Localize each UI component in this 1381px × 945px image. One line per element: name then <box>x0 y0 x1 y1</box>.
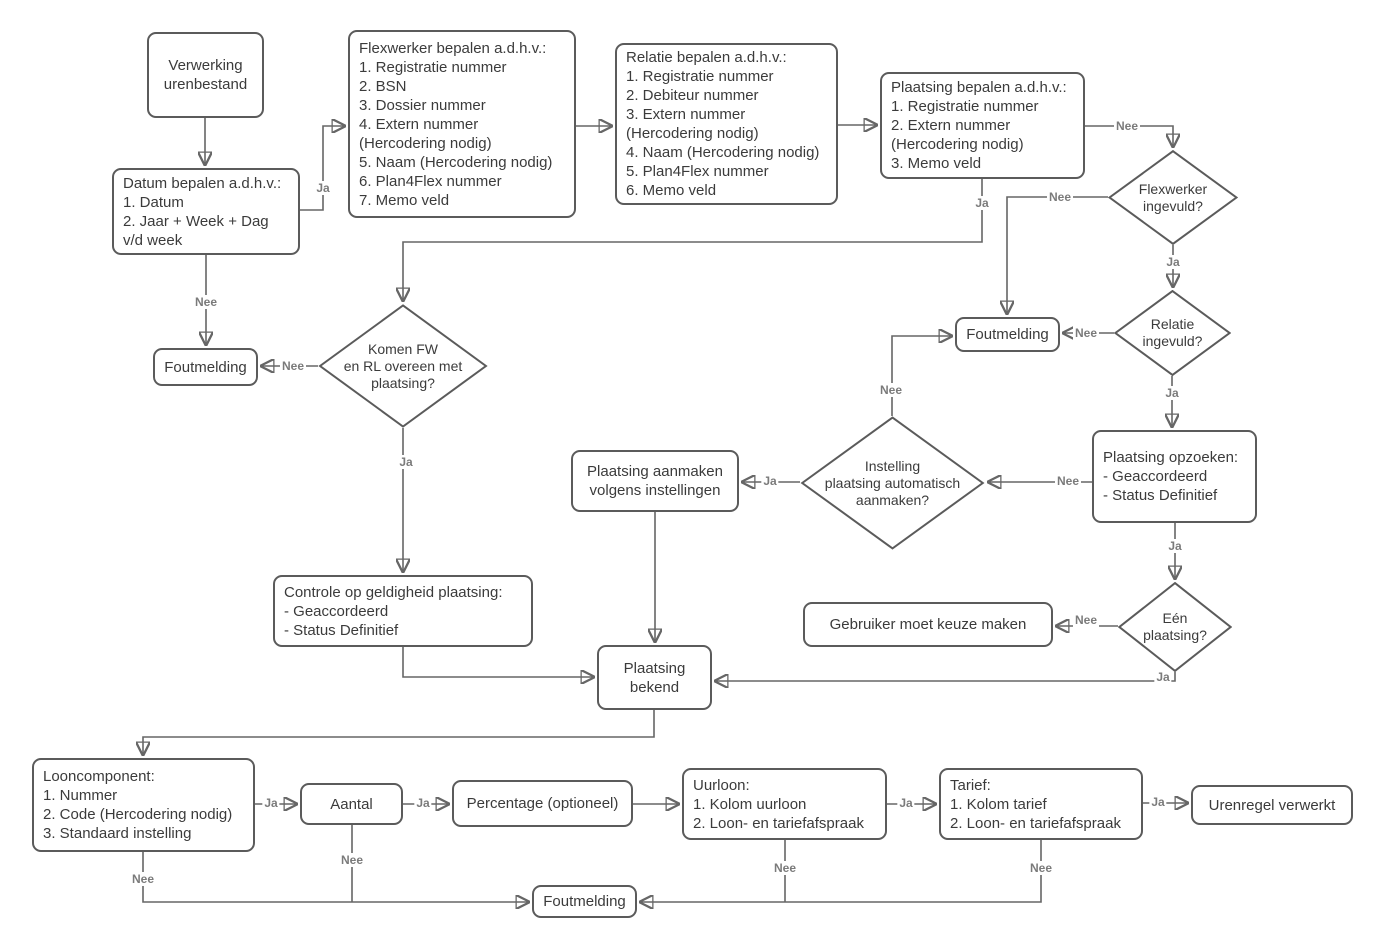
edge-plaatsing-bekend-looncomponent <box>143 710 655 754</box>
edge-label-datum-foutmelding: Nee <box>192 295 220 309</box>
edge-label-een-plaatsing-plaatsing-bekend: Ja <box>1154 670 1172 684</box>
edge-label-plaatsing-bepalen-komen-fw: Ja <box>973 196 991 210</box>
edge-label-looncomponent-aantal: Ja <box>262 796 280 810</box>
node-plaatsing-bekend: Plaatsing bekend <box>597 645 712 710</box>
node-foutmelding-midden: Foutmelding <box>955 317 1060 352</box>
edge-label-instelling-foutmelding: Nee <box>877 383 905 397</box>
edge-label-aantal-foutmelding: Nee <box>338 853 366 867</box>
edge-label-komen-fw-controle: Ja <box>397 455 415 469</box>
edge-label-uurloon-tarief: Ja <box>897 796 915 810</box>
node-instelling-automatisch: Instelling plaatsing automatisch aanmake… <box>800 416 985 550</box>
edge-label-looncomponent-foutmelding: Nee <box>129 872 157 886</box>
edge-label-plaatsing-bepalen-flexwerker-ingevuld: Nee <box>1113 119 1141 133</box>
node-foutmelding-links: Foutmelding <box>153 348 258 386</box>
node-plaatsing-aanmaken: Plaatsing aanmaken volgens instellingen <box>571 450 739 512</box>
edge-label-uurloon-foutmelding: Nee <box>771 861 799 875</box>
node-looncomponent: Looncomponent: 1. Nummer 2. Code (Hercod… <box>32 758 255 852</box>
node-foutmelding-onder: Foutmelding <box>532 885 637 918</box>
diamond-shape <box>1118 582 1232 672</box>
edge-tarief-foutmelding-onder <box>641 840 1042 902</box>
node-controle-geldigheid: Controle op geldigheid plaatsing: - Geac… <box>273 575 533 647</box>
node-plaatsing-opzoeken: Plaatsing opzoeken: - Geaccordeerd - Sta… <box>1092 430 1257 523</box>
edge-datum-flexwerker-bepalen <box>300 126 344 211</box>
edge-label-datum-flexwerker: Ja <box>314 181 332 195</box>
edge-label-flexwerker-ingevuld-relatie: Ja <box>1164 255 1182 269</box>
diamond-shape <box>1108 150 1238 245</box>
edge-label-komen-fw-foutmelding: Nee <box>279 359 307 373</box>
edge-flexwerker-ingevuld-foutmelding-midden <box>1007 196 1108 313</box>
diamond-shape <box>800 416 985 550</box>
edge-label-relatie-ingevuld-plaatsing-opzoeken: Ja <box>1163 386 1181 400</box>
edge-looncomponent-foutmelding-onder <box>142 852 528 902</box>
diamond-shape <box>318 304 488 428</box>
edge-een-plaatsing-plaatsing-bekend <box>716 672 1176 681</box>
edge-controle-plaatsing-bekend <box>402 647 593 677</box>
node-datum-bepalen: Datum bepalen a.d.h.v.: 1. Datum 2. Jaar… <box>112 168 300 255</box>
node-komen-fw-rl: Komen FW en RL overeen met plaatsing? <box>318 304 488 428</box>
edge-label-instelling-plaatsing-aanmaken: Ja <box>761 474 779 488</box>
node-relatie-ingevuld: Relatie ingevuld? <box>1114 290 1231 376</box>
node-een-plaatsing: Eén plaatsing? <box>1118 582 1232 672</box>
edge-label-plaatsing-opzoeken-een-plaatsing: Ja <box>1166 539 1184 553</box>
node-urenregel-verwerkt: Urenregel verwerkt <box>1191 785 1353 825</box>
node-gebruiker-keuze: Gebruiker moet keuze maken <box>803 602 1053 647</box>
node-uurloon: Uurloon: 1. Kolom uurloon 2. Loon- en ta… <box>682 768 887 840</box>
node-plaatsing-bepalen: Plaatsing bepalen a.d.h.v.: 1. Registrat… <box>880 72 1085 179</box>
edge-label-aantal-percentage: Ja <box>414 796 432 810</box>
node-percentage: Percentage (optioneel) <box>452 780 633 827</box>
edge-instelling-foutmelding-midden <box>891 336 951 416</box>
edge-label-plaatsing-opzoeken-instelling: Nee <box>1054 474 1082 488</box>
node-start: Verwerking urenbestand <box>147 32 264 118</box>
edge-label-tarief-foutmelding: Nee <box>1027 861 1055 875</box>
edge-label-relatie-ingevuld-foutmelding: Nee <box>1072 326 1100 340</box>
node-relatie-bepalen: Relatie bepalen a.d.h.v.: 1. Registratie… <box>615 43 838 205</box>
edge-label-een-plaatsing-gebruiker: Nee <box>1072 613 1100 627</box>
node-flexwerker-ingevuld: Flexwerker ingevuld? <box>1108 150 1238 245</box>
edge-label-tarief-urenregel: Ja <box>1149 795 1167 809</box>
node-flexwerker-bepalen: Flexwerker bepalen a.d.h.v.: 1. Registra… <box>348 30 576 218</box>
node-tarief: Tarief: 1. Kolom tarief 2. Loon- en tari… <box>939 768 1143 840</box>
node-aantal: Aantal <box>300 783 403 825</box>
diamond-shape <box>1114 290 1231 376</box>
edge-label-flexwerker-ingevuld-foutmelding: Nee <box>1046 190 1074 204</box>
